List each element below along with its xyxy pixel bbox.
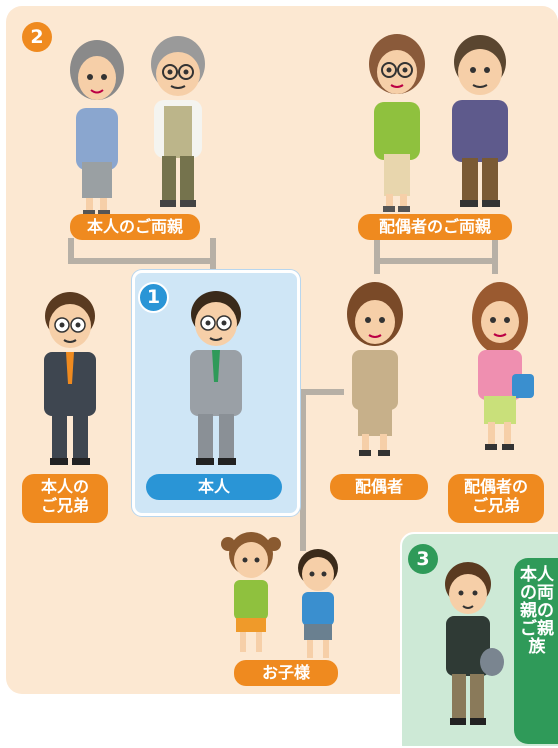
label-spouse-siblings-line1: 配偶者の xyxy=(463,477,528,496)
son-figure xyxy=(298,549,338,658)
self-figure xyxy=(190,291,242,465)
connector-spouse-parents-h xyxy=(374,258,498,264)
connector-children-v xyxy=(300,389,306,551)
label-spouse-siblings-line2: ご兄弟 xyxy=(471,496,520,515)
badge-self: 1 xyxy=(138,282,169,313)
label-spouse-siblings: 配偶者の ご兄弟 xyxy=(448,474,544,523)
connector-spouse-parents-right xyxy=(492,238,498,274)
badge-relatives: 3 xyxy=(408,544,438,574)
spouse-figure xyxy=(347,282,403,456)
label-spouse-parents: 配偶者のご両親 xyxy=(358,214,512,240)
label-own-siblings-line2: ご兄弟 xyxy=(40,496,89,515)
connector-own-parents-left xyxy=(68,238,74,264)
own-father-figure xyxy=(151,36,205,207)
own-mother-figure xyxy=(70,40,124,216)
connector-own-parents-h xyxy=(68,258,216,264)
label-spouse: 配偶者 xyxy=(330,474,428,500)
relative-figure xyxy=(445,562,504,725)
connector-own-parents-right xyxy=(210,238,216,272)
label-relatives: 本人の両親のご親族 xyxy=(520,565,554,657)
spouse-sibling-figure xyxy=(472,282,534,450)
label-own-siblings-line1: 本人の xyxy=(40,477,89,496)
relatives-label-tab xyxy=(514,558,558,744)
label-own-parents: 本人のご両親 xyxy=(70,214,200,240)
badge-parents: 2 xyxy=(22,22,52,52)
label-own-siblings: 本人の ご兄弟 xyxy=(22,474,108,523)
own-sibling-figure xyxy=(44,292,96,465)
spouse-father-figure xyxy=(452,35,508,207)
spouse-mother-figure xyxy=(369,34,425,212)
daughter-figure xyxy=(221,532,281,652)
label-children: お子様 xyxy=(234,660,338,686)
label-self: 本人 xyxy=(146,474,282,500)
connector-spouse-parents-left xyxy=(374,238,380,274)
